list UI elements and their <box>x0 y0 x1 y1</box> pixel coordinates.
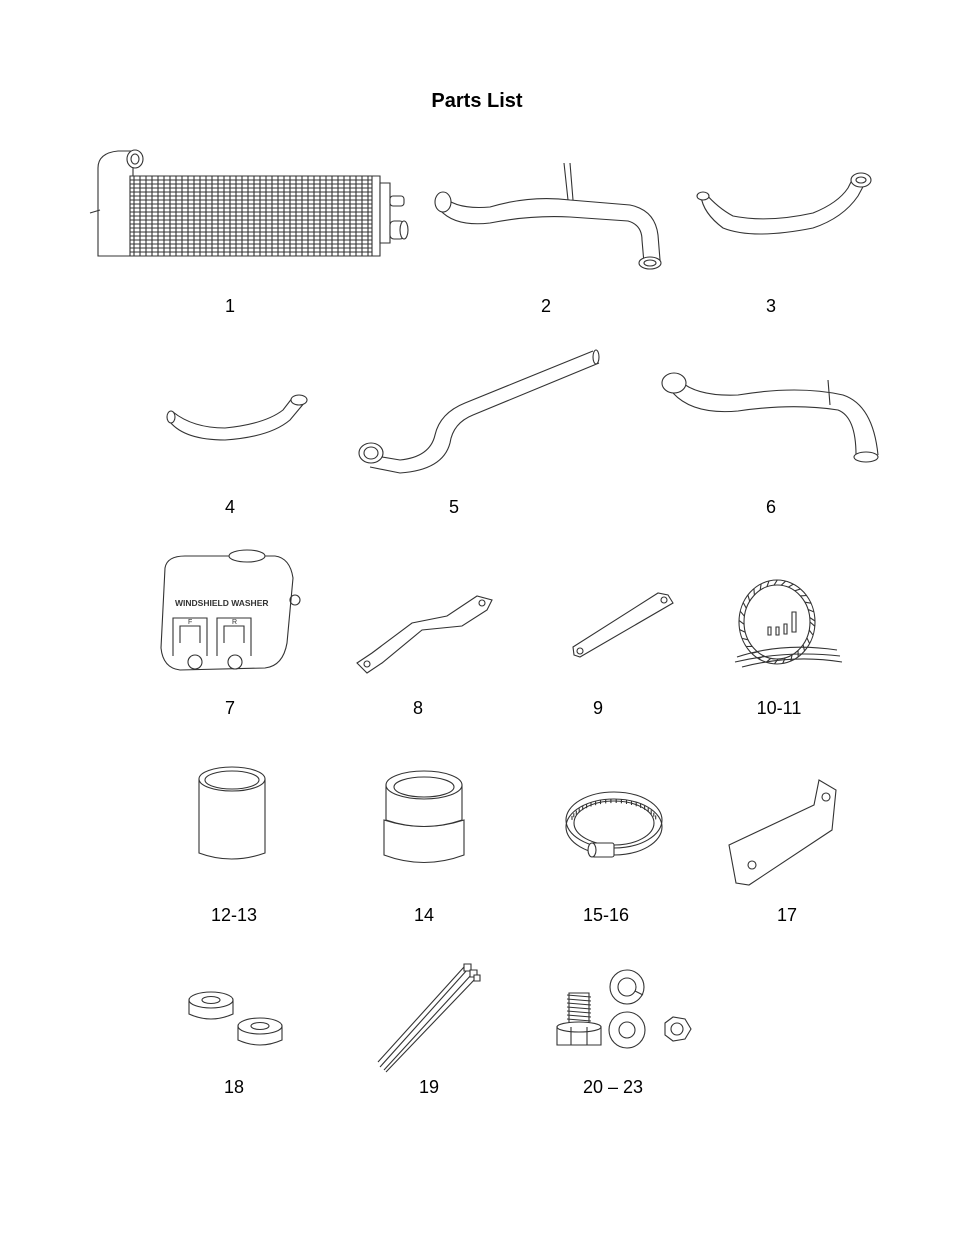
part-6-pipe-drawing <box>658 365 888 465</box>
page-title: Parts List <box>431 90 523 112</box>
part-19-zip-ties-drawing <box>372 962 487 1077</box>
part-4-label: 4 <box>224 497 235 517</box>
part-9-strap-drawing <box>568 585 678 665</box>
part-14-reducer-coupler-drawing <box>380 765 468 870</box>
washer-front-mark: F <box>188 619 192 626</box>
washer-brand-text: WINDSHIELD WASHER <box>175 598 269 608</box>
part-12-13-label: 12-13 <box>210 905 258 925</box>
part-14-label: 14 <box>413 905 435 925</box>
part-3-label: 3 <box>765 296 776 316</box>
part-4-hose-drawing <box>165 392 320 447</box>
part-1-intercooler-drawing <box>88 148 413 263</box>
part-17-label: 17 <box>776 905 798 925</box>
part-7-washer-reservoir-drawing: WINDSHIELD WASHER F R <box>155 548 300 676</box>
part-10-11-label: 10-11 <box>756 698 802 718</box>
part-5-label: 5 <box>448 497 459 517</box>
part-2-charge-pipe-drawing <box>430 155 670 280</box>
part-8-label: 8 <box>412 698 423 718</box>
part-9-label: 9 <box>592 698 603 718</box>
part-10-11-spiral-wrap-drawing <box>732 572 844 672</box>
washer-rear-mark: R <box>232 619 237 626</box>
part-7-label: 7 <box>224 698 235 718</box>
part-6-label: 6 <box>765 497 776 517</box>
part-18-spacers-drawing <box>186 990 286 1055</box>
part-20-23-hardware-drawing <box>555 965 700 1055</box>
part-19-label: 19 <box>418 1077 440 1097</box>
part-2-label: 2 <box>540 296 551 316</box>
part-1-label: 1 <box>224 296 235 316</box>
part-20-23-label: 20 – 23 <box>582 1077 644 1097</box>
part-12-13-straight-coupler-drawing <box>195 765 270 865</box>
part-15-16-hose-clamp-drawing <box>562 785 667 867</box>
part-5-long-pipe-drawing <box>355 345 610 480</box>
part-15-16-label: 15-16 <box>582 905 630 925</box>
part-8-bracket-drawing <box>352 588 497 678</box>
part-17-bracket-drawing <box>724 775 844 890</box>
part-3-pipe-drawing <box>693 168 883 248</box>
part-18-label: 18 <box>223 1077 245 1097</box>
